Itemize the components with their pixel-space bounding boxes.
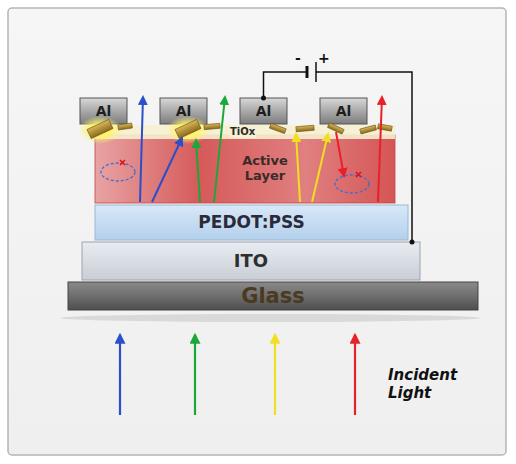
pedot-layer: PEDOT:PSS [95,205,408,240]
ito-layer: ITO [82,242,420,280]
glass-substrate: Glass [68,282,478,310]
wire-contact [410,240,415,245]
electrode: Al [320,98,367,124]
layer-label: Al [256,103,272,119]
polarity-sign: + [318,50,330,67]
material-label: TiOx [229,126,256,138]
electrode: Al [160,98,207,124]
layer-label: ITO [234,251,268,272]
electrode: Al [80,98,127,124]
layer-label: Al [176,103,192,119]
wire-contact [261,96,266,101]
active-layer: Active Layer [95,135,395,203]
layer-label: Active Layer [236,154,294,184]
light-label: Incident Light [388,366,468,402]
electrode: Al [240,98,287,124]
layer-label: Al [336,103,352,119]
layer-label: Al [96,103,112,119]
layer-label: PEDOT:PSS [198,213,304,233]
polarity-sign: - [295,50,301,67]
layer-label: Glass [241,284,305,308]
